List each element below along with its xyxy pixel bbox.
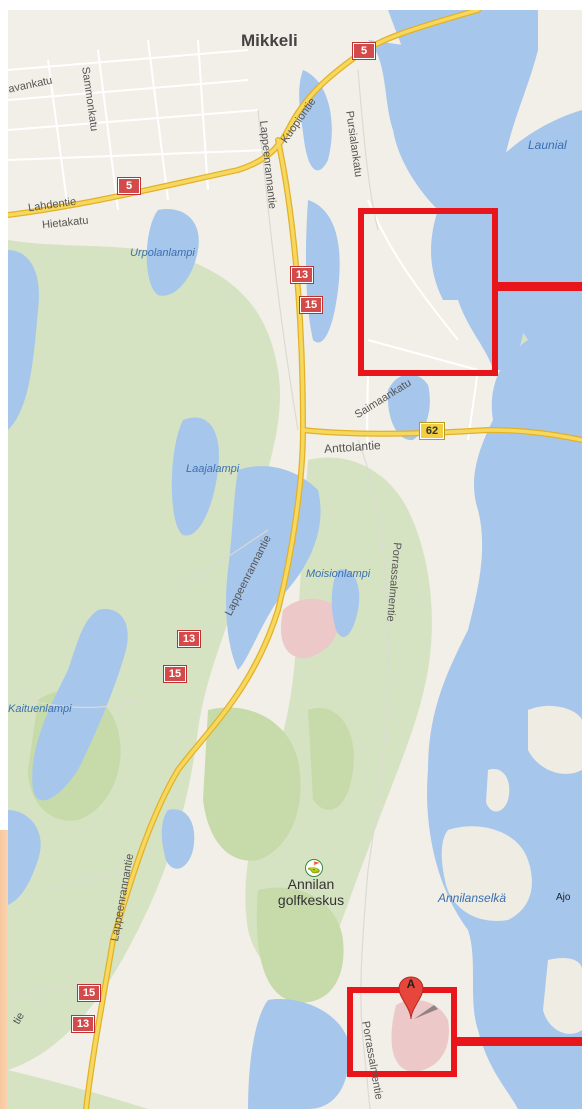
map-view[interactable]: Mikkeli avankatu Sammonkatu Lahdentie Hi… xyxy=(8,10,582,1109)
connector-bar-top xyxy=(496,282,582,291)
map-canvas[interactable] xyxy=(8,10,582,1109)
islands xyxy=(441,705,582,1034)
golf-course-icon[interactable]: ⛳ xyxy=(305,859,323,877)
place-golf-line2: golfkeskus xyxy=(277,892,345,908)
route-shield-13-south: 13 xyxy=(72,1016,94,1032)
secondary-streets xyxy=(8,69,389,1109)
route-shield-62: 62 xyxy=(420,423,444,439)
place-golf-line1: Annilan xyxy=(287,876,335,892)
route-shield-13-north: 13 xyxy=(291,267,313,283)
lake-launial: Launial xyxy=(528,138,567,152)
place-golf-label: Annilan golfkeskus xyxy=(256,876,366,908)
lake-moisionlampi: Moisionlampi xyxy=(306,568,371,580)
campus-area xyxy=(280,598,340,659)
route-shield-5-north: 5 xyxy=(353,43,375,59)
route-shield-15-mid: 15 xyxy=(164,666,186,682)
map-pin-icon[interactable]: A xyxy=(398,975,438,1025)
label-ajo: Ajo xyxy=(556,892,571,903)
lake-kaituenlampi: Kaituenlampi xyxy=(8,703,72,715)
lake-laajalampi: Laajalampi xyxy=(186,463,240,475)
connector-bars xyxy=(454,282,582,1046)
route-shield-5-west: 5 xyxy=(118,178,140,194)
route-shield-15-north: 15 xyxy=(300,297,322,313)
lake-annilanselka: Annilanselkä xyxy=(438,891,507,905)
highlight-box-top xyxy=(358,208,498,376)
map-pin-letter: A xyxy=(406,977,416,991)
lake-urpolanlampi: Urpolanlampi xyxy=(130,247,195,259)
city-label: Mikkeli xyxy=(241,31,298,50)
destination-area xyxy=(391,1000,449,1072)
map-pin-shape xyxy=(398,976,438,1020)
connector-bar-bottom xyxy=(454,1037,582,1046)
route-shield-15-south: 15 xyxy=(78,985,100,1001)
route-shield-13-mid: 13 xyxy=(178,631,200,647)
